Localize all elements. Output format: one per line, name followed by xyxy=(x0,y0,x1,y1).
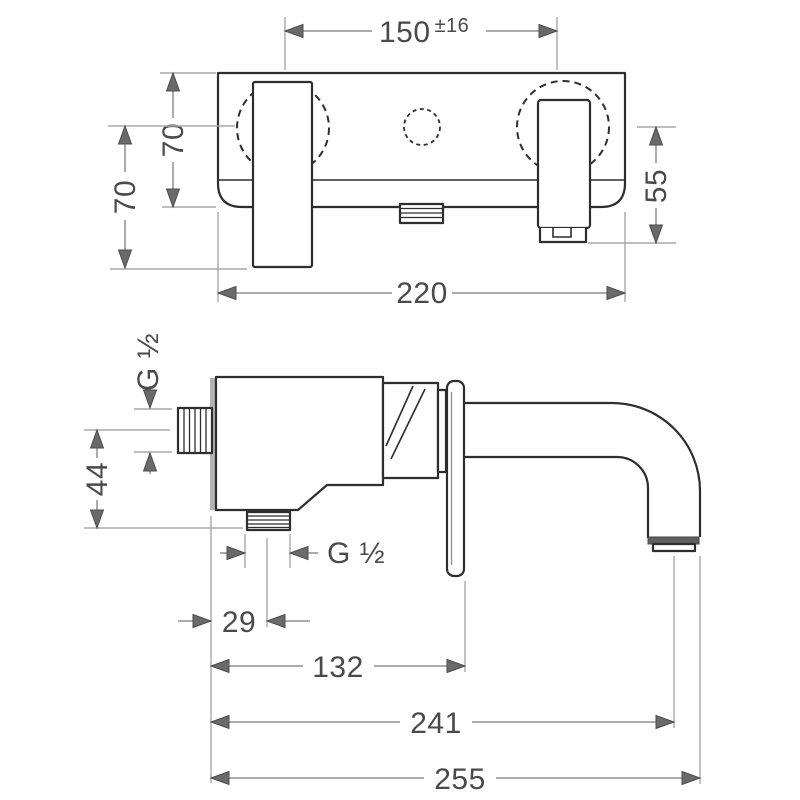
dim-label-plate-height: 70 xyxy=(157,123,190,157)
dim-inlet-thread: G ½ xyxy=(132,333,172,474)
dim-label-wall-to-spout-tip: 255 xyxy=(434,763,486,796)
dim-outlet-thread: G ½ xyxy=(220,534,385,570)
right-lever-handle-front xyxy=(536,98,592,244)
dim-wall-to-spout-tip: 255 xyxy=(209,763,702,796)
extension-lines xyxy=(210,516,701,784)
dim-label-overall-width: 220 xyxy=(396,277,448,310)
spout xyxy=(464,401,702,553)
dim-handle-drop-right: 55 xyxy=(588,125,676,245)
mixer-body-side xyxy=(214,375,385,512)
front-view: 150±16 70 70 55 xyxy=(108,15,676,310)
bottom-outlet-thread xyxy=(245,510,292,532)
dim-wall-to-handle: 132 xyxy=(209,651,467,684)
shower-outlet-front xyxy=(398,202,445,225)
dim-label-handle-drop-right: 55 xyxy=(640,169,673,203)
dim-overall-width: 220 xyxy=(216,212,627,310)
cartridge-section xyxy=(381,381,440,480)
dim-plate-height: 70 xyxy=(157,71,216,209)
dim-label-wall-to-handle: 132 xyxy=(312,651,364,684)
dim-label-handle-drop-left: 70 xyxy=(109,180,142,214)
dim-label-handle-spacing: 150±16 xyxy=(379,15,469,49)
dim-inlet-center-to-base: 44 xyxy=(81,428,243,530)
mixer-backplate xyxy=(216,71,627,209)
dim-handle-drop-left: 70 xyxy=(108,124,247,270)
dim-wall-to-outlet: 29 xyxy=(178,606,310,639)
dim-label-inlet-center-to-base: 44 xyxy=(81,462,114,496)
side-view: G ½ 44 G ½ 29 xyxy=(81,333,702,796)
dim-label-wall-to-outlet: 29 xyxy=(222,606,256,639)
dim-label-wall-to-spout-outlet: 241 xyxy=(410,707,462,740)
spout-aerator xyxy=(651,542,697,553)
dim-handle-spacing: 150±16 xyxy=(283,15,559,70)
left-lever-handle-front xyxy=(251,80,314,269)
lever-handle-side xyxy=(445,379,466,578)
dim-label-inlet-thread: G ½ xyxy=(132,333,165,391)
dim-label-outlet-thread: G ½ xyxy=(327,537,385,570)
dim-wall-to-spout-outlet: 241 xyxy=(209,707,676,740)
wall-inlet-thread xyxy=(176,406,214,455)
lever-neck xyxy=(436,388,448,474)
diverter-circle xyxy=(403,108,441,146)
